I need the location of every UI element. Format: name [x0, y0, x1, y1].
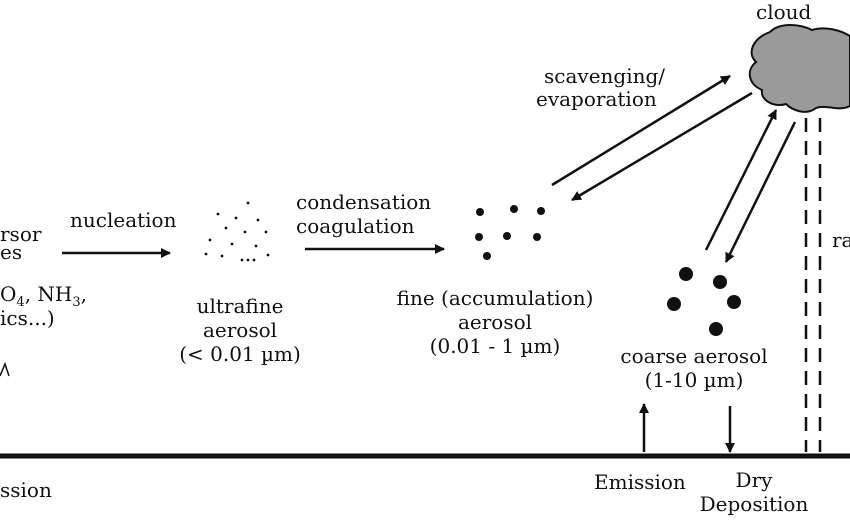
ultrafine-particles — [204, 201, 270, 262]
fine-particles — [475, 205, 545, 260]
precursor-label-3: O4, NH3, — [0, 282, 87, 310]
scavenging-arrow — [551, 74, 731, 187]
emission-left-label: ssion — [0, 478, 52, 502]
cloud-label: cloud — [756, 0, 812, 24]
nucleation-label: nucleation — [70, 208, 177, 232]
evaporation-arrow — [571, 91, 753, 202]
emission-label: Emission — [594, 470, 686, 494]
coarse-to-cloud-arrow — [704, 109, 778, 251]
coarse-aerosol-label: coarse aerosol (1-10 µm) — [620, 344, 768, 392]
precursor-label-1: rsor — [0, 222, 42, 246]
coagulation-label: coagulation — [296, 214, 415, 238]
left-edge-fragment — [0, 361, 10, 377]
dry-deposition-label: Dry Deposition — [699, 468, 809, 516]
evaporation-label: evaporation — [536, 87, 657, 111]
fine-aerosol-label: fine (accumulation) aerosol (0.01 - 1 µm… — [396, 286, 594, 358]
cloud-shape — [748, 24, 850, 113]
condensation-label: condensation — [296, 190, 432, 214]
coarse-particles — [667, 267, 741, 336]
precursor-label-4: ics...) — [0, 306, 55, 330]
ultrafine-label: ultrafine aerosol (< 0.01 µm) — [179, 294, 301, 366]
cloud-to-coarse-arrow — [724, 121, 797, 263]
rain-label: ra — [832, 228, 850, 252]
scavenging-label: scavenging/ — [544, 64, 666, 88]
precursor-label-2: es — [0, 240, 23, 264]
